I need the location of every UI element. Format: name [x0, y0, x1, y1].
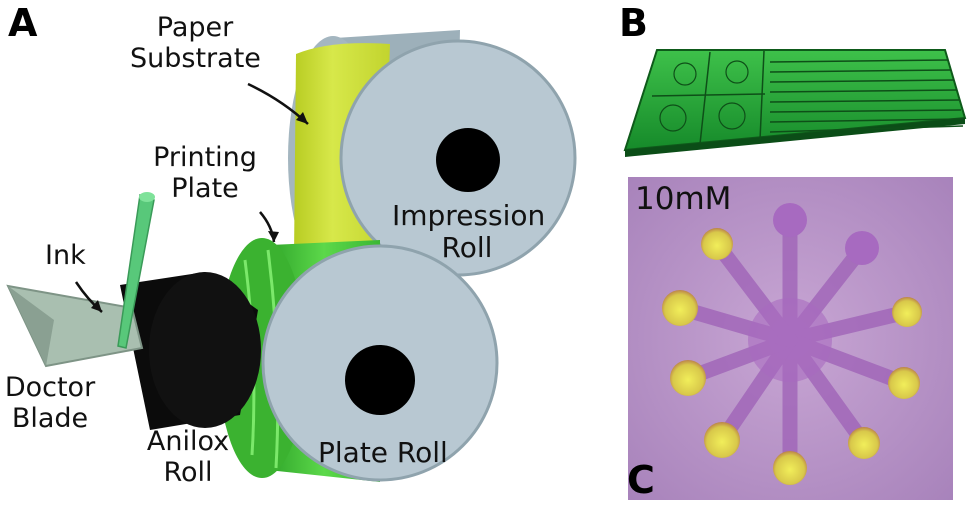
label-printing-plate-line1: Printing — [153, 142, 257, 173]
panel-label-b: B — [619, 1, 648, 45]
photo-spot — [845, 231, 879, 265]
chip-divider — [651, 93, 766, 97]
anilox-roll-end — [149, 272, 261, 428]
photo-spot — [670, 360, 706, 396]
chip-channel — [769, 69, 952, 73]
chip-channel — [769, 109, 962, 113]
photo-spot — [662, 290, 698, 326]
arrow-head — [296, 112, 308, 124]
chip-divider — [699, 51, 711, 145]
photo-center — [748, 298, 832, 382]
chip-divider — [759, 50, 765, 141]
anilox-roll — [120, 272, 261, 430]
label-doctor-blade-line1: Doctor — [4, 372, 96, 403]
ink-nozzle — [117, 192, 155, 349]
paper-chip — [623, 49, 967, 157]
doctor-blade-side — [8, 286, 54, 366]
photo-spots — [662, 203, 922, 485]
label-anilox-roll-line2: Roll — [163, 457, 213, 489]
photo-spot — [704, 422, 740, 458]
chip-edge — [625, 118, 965, 157]
label-paper-substrate-line1: Paper — [156, 12, 234, 43]
chip-star-patterns — [659, 60, 749, 132]
star-pattern — [673, 62, 697, 86]
concentration-label: 10mM — [635, 181, 732, 217]
plate-roll — [218, 238, 499, 482]
arrow-head — [268, 231, 279, 242]
plate-roll-hub — [345, 345, 415, 415]
label-impression-roll-line1: Impression — [392, 199, 546, 232]
chip-channel — [769, 125, 964, 133]
chip-channel — [769, 59, 949, 63]
photo-spot — [892, 297, 922, 327]
chip-channel — [769, 89, 958, 93]
star-pattern — [725, 60, 749, 84]
star-pattern — [659, 104, 687, 132]
star-pattern — [718, 102, 746, 130]
impression-roll — [288, 30, 577, 280]
arrow-heads — [91, 112, 308, 312]
ink-nozzle-top — [139, 192, 155, 202]
label-printing-plate-line2: Plate — [171, 173, 239, 205]
photo-spot — [848, 427, 880, 459]
sensor-photo — [628, 177, 953, 500]
arrow-head — [91, 300, 102, 312]
chip-channel — [769, 99, 960, 103]
impression-roll-hub — [436, 128, 500, 192]
panel-label-a: A — [8, 1, 38, 45]
label-ink: Ink — [45, 240, 86, 271]
label-printing-plate: Printing Plate — [145, 142, 265, 204]
label-doctor-blade-line2: Blade — [11, 403, 89, 435]
label-anilox-roll-line1: Anilox — [146, 426, 230, 457]
label-plate-roll: Plate Roll — [318, 436, 448, 469]
photo-spot — [773, 451, 807, 485]
chip-pattern — [651, 50, 964, 145]
label-paper-substrate-line2: Substrate — [130, 43, 261, 75]
photo-spot — [888, 367, 920, 399]
label-impression-roll: Impression Roll — [392, 199, 546, 265]
label-impression-roll-line2: Roll — [441, 231, 493, 265]
photo-spot — [701, 228, 733, 260]
chip-channel — [769, 79, 955, 83]
label-paper-substrate: Paper Substrate — [130, 12, 261, 75]
photo-spot — [773, 203, 807, 237]
panel-label-c: C — [627, 458, 655, 502]
chip-channel — [769, 118, 964, 123]
label-anilox-roll: Anilox Roll — [138, 426, 238, 488]
label-doctor-blade: Doctor Blade — [2, 372, 98, 434]
